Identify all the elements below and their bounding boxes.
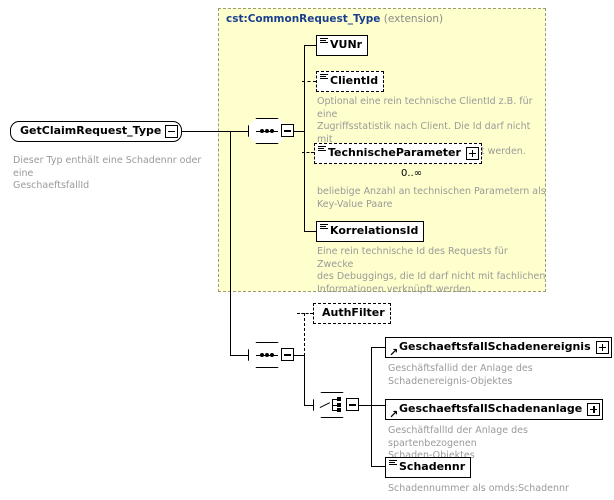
connector-to-schadenereignis	[371, 347, 385, 349]
connector-root-to-trunk	[159, 131, 262, 133]
node-geschaeftsfallschadenanlage-label: GeschaeftsfallSchadenanlage	[399, 402, 583, 415]
node-authfilter[interactable]: AuthFilter	[313, 303, 394, 327]
node-clientid-label: ClientId	[330, 74, 379, 87]
connector-seq-bottom-out	[291, 355, 305, 357]
connector-seq-bottom-spine-up	[304, 313, 305, 356]
node-technischeparameter[interactable]: TechnischeParameter	[314, 143, 485, 167]
node-technischeparameter-label: TechnischeParameter	[328, 146, 461, 159]
connector-trunk-to-sequence-bottom	[230, 355, 248, 357]
node-vunr[interactable]: VUNr	[316, 35, 372, 59]
compositor-sequence-top[interactable]	[248, 118, 294, 148]
connector-seq-top-out	[291, 131, 305, 133]
extension-kind-label: (extension)	[383, 13, 444, 25]
connector-to-vunr	[304, 45, 316, 47]
connector-choice-out	[356, 405, 372, 407]
connector-to-korrelationsid	[304, 231, 316, 233]
sequence-icon	[256, 352, 278, 357]
annotation-schadennr: Schadennummer als omds:Schadennr	[388, 483, 569, 494]
connector-to-authfilter	[297, 313, 313, 314]
annotation-technischeparameter: beliebige Anzahl an technischen Paramete…	[317, 186, 546, 210]
element-icon	[320, 74, 328, 80]
node-korrelationsid[interactable]: KorrelationsId	[316, 221, 428, 245]
node-schadennr-label: Schadennr	[399, 460, 466, 473]
annotation-korrelationsid: Eine rein technische Id des Requests für…	[317, 246, 546, 295]
compositor-choice[interactable]	[313, 392, 359, 422]
choice-collapse-minus-icon[interactable]	[346, 398, 359, 411]
node-geschaeftsfallschadenereignis-label: GeschaeftsfallSchadenereignis	[399, 340, 591, 353]
cardinality-technischeparameter: 0..∞	[401, 168, 423, 179]
node-root-label: GetClaimRequest_Type	[20, 124, 162, 137]
connector-to-schadenanlage	[371, 405, 385, 407]
connector-to-clientid	[302, 81, 316, 82]
root-collapse-minus-icon[interactable]	[165, 125, 179, 138]
reference-arrow-icon: ↗	[389, 346, 399, 359]
element-icon	[389, 460, 397, 466]
connector-seq-top-spine	[304, 45, 306, 232]
node-clientid[interactable]: ClientId	[316, 71, 388, 95]
connector-to-schadennr	[371, 466, 385, 468]
sequence-icon	[256, 128, 278, 133]
node-geschaeftsfallschadenanlage[interactable]: ↗ GeschaeftsfallSchadenanlage	[385, 399, 607, 423]
connector-to-choice	[304, 405, 313, 407]
node-schadennr[interactable]: Schadennr	[385, 457, 475, 481]
compositor-sequence-bottom[interactable]	[248, 342, 294, 372]
annotation-geschaeftsfallschadenereignis: Geschäftsfallid der Anlage des Schadener…	[388, 363, 533, 387]
sequence-bottom-collapse-minus-icon[interactable]	[281, 348, 294, 361]
node-geschaeftsfallschadenereignis[interactable]: ↗ GeschaeftsfallSchadenereignis	[385, 337, 614, 361]
connector-main-trunk	[230, 131, 232, 356]
annotation-root: Dieser Typ enthält eine Schadennr oder e…	[13, 155, 202, 191]
connector-seq-bottom-spine-down	[304, 355, 306, 405]
schadenereignis-expand-plus-icon[interactable]	[595, 341, 609, 354]
connector-choice-spine	[371, 347, 373, 467]
element-icon	[320, 224, 328, 230]
extension-panel-title: cst:CommonRequest_Type (extension)	[226, 13, 443, 25]
node-korrelationsid-label: KorrelationsId	[330, 224, 419, 237]
schadenanlage-expand-plus-icon[interactable]	[587, 403, 601, 416]
choice-icon	[319, 397, 344, 412]
connector-to-technischeparameter	[302, 152, 314, 153]
element-icon	[320, 38, 328, 44]
sequence-top-collapse-minus-icon[interactable]	[281, 124, 294, 137]
extension-namespace-label: cst:CommonRequest_Type	[226, 13, 381, 25]
element-icon	[318, 146, 326, 152]
annotation-geschaeftsfallschadenanlage: GeschäftfallId der Anlage des spartenbez…	[388, 425, 528, 461]
node-root-getclaimrequest-type[interactable]: GetClaimRequest_Type	[10, 121, 186, 145]
technischeparameter-expand-plus-icon[interactable]	[465, 147, 479, 160]
node-authfilter-label: AuthFilter	[322, 306, 385, 319]
node-vunr-label: VUNr	[330, 38, 363, 51]
reference-arrow-icon: ↗	[389, 408, 399, 421]
